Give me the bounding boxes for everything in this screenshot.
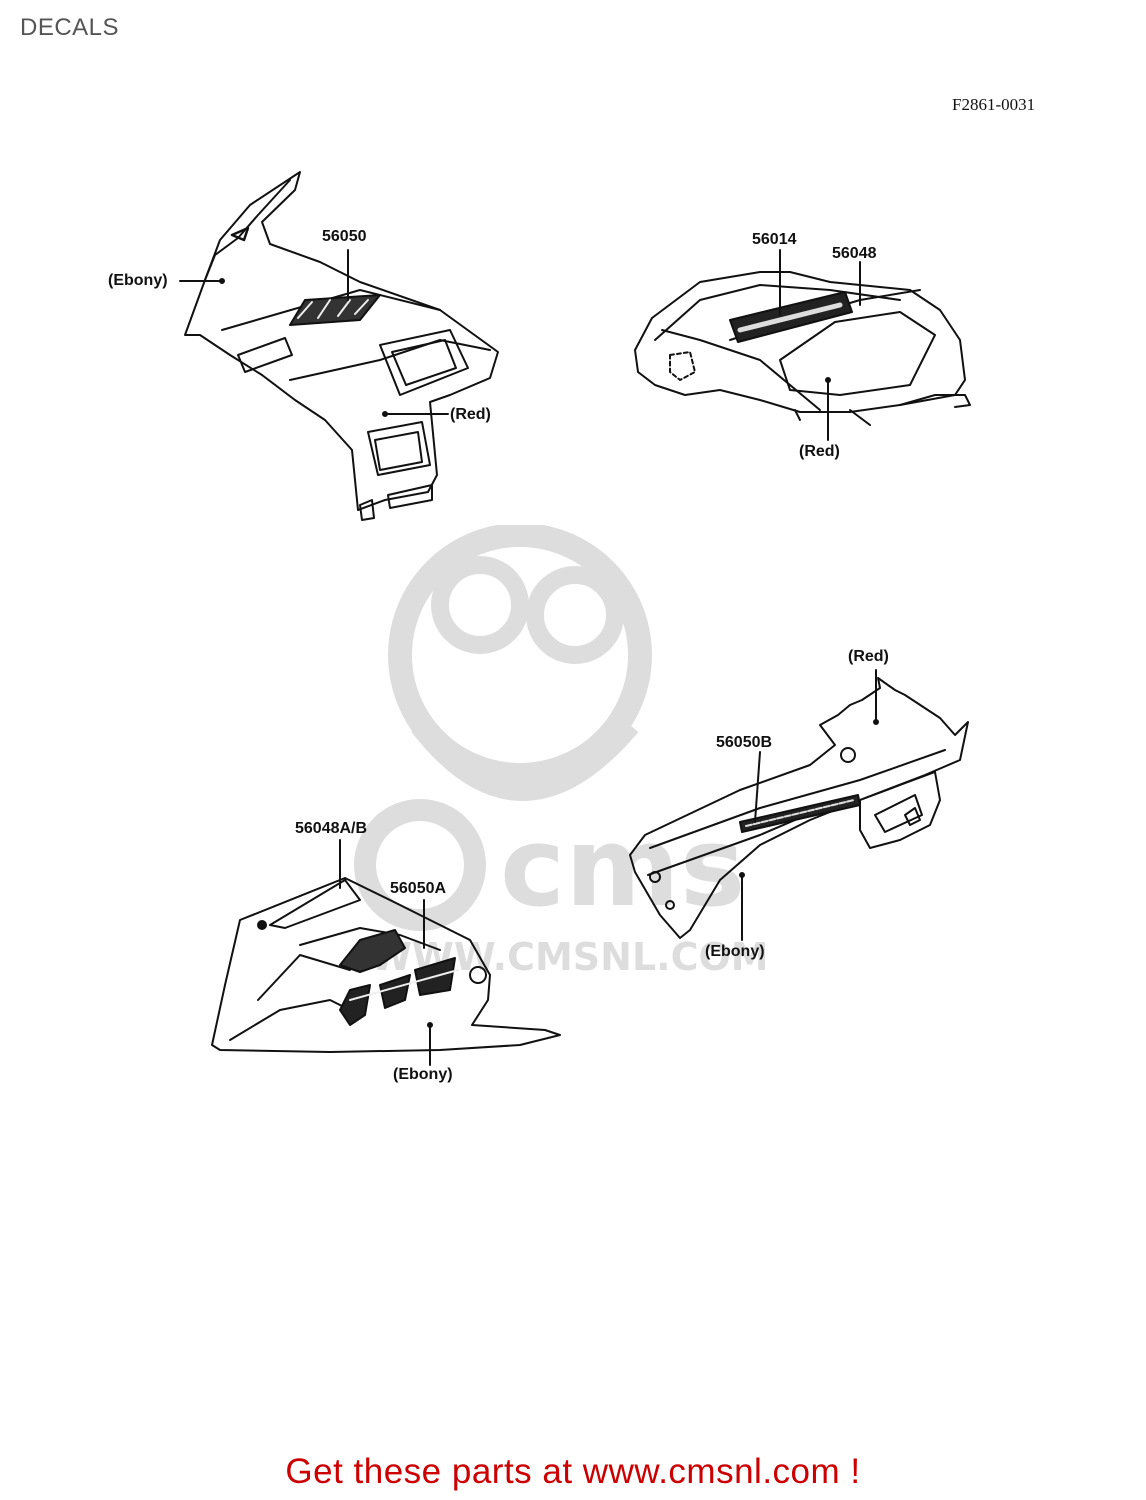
- upper-fairing-drawing: [179, 171, 499, 521]
- callout-56014: 56014: [752, 231, 797, 248]
- callout-red-side: (Red): [848, 648, 889, 665]
- callout-red-upper: (Red): [450, 406, 491, 423]
- cms-watermark-logo: cms WWW.CMSNL.COM: [354, 525, 769, 979]
- callout-ebony-upper: (Ebony): [108, 272, 168, 289]
- lower-fairing-drawing: [211, 839, 561, 1066]
- callout-56050: 56050: [322, 228, 367, 245]
- callout-red-tank: (Red): [799, 443, 840, 460]
- fuel-tank-drawing: [634, 249, 971, 441]
- side-cover-drawing: [629, 669, 969, 941]
- callout-ebony-lower: (Ebony): [393, 1066, 453, 1083]
- callout-56048ab: 56048A/B: [295, 820, 368, 837]
- svg-text:cms: cms: [500, 803, 745, 931]
- callout-56048: 56048: [832, 245, 877, 262]
- figure-code: F2861-0031: [952, 95, 1036, 114]
- callout-56050b: 56050B: [716, 734, 773, 751]
- callout-ebony-side: (Ebony): [705, 943, 765, 960]
- cmsnl-parts-link[interactable]: Get these parts at www.cmsnl.com !: [285, 1452, 861, 1491]
- page-title: DECALS: [20, 14, 120, 41]
- callout-56050a: 56050A: [390, 880, 447, 897]
